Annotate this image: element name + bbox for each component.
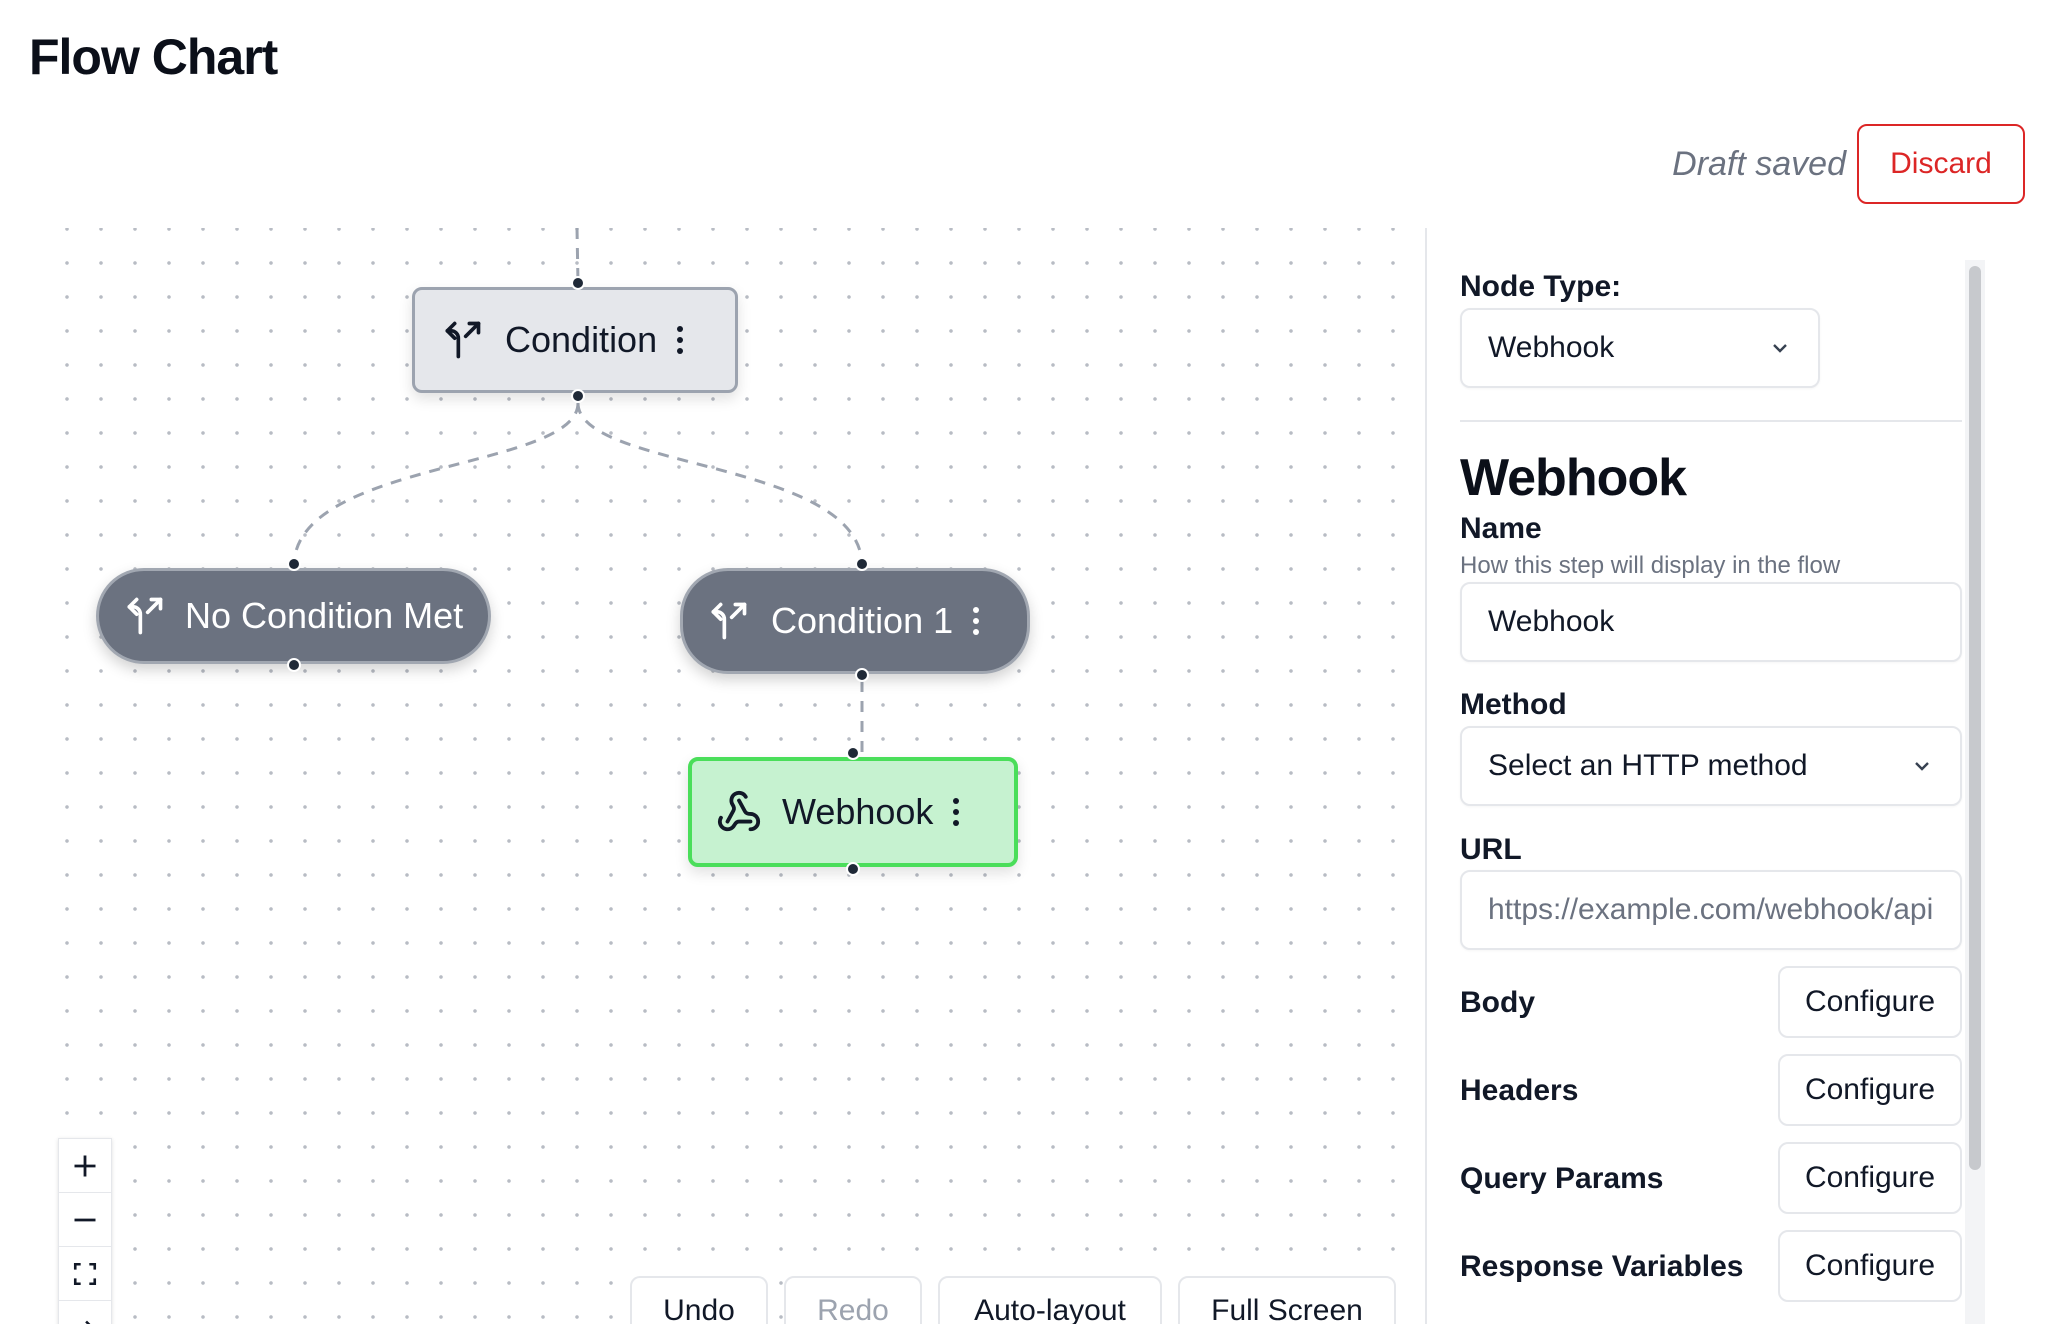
fit-view-button[interactable] [59, 1247, 111, 1301]
full-screen-button[interactable]: Full Screen [1178, 1276, 1396, 1324]
node-handle[interactable] [855, 668, 869, 682]
node-handle[interactable] [571, 389, 585, 403]
zoom-out-button[interactable] [59, 1193, 111, 1247]
more-vertical-icon[interactable] [677, 326, 684, 354]
split-icon [705, 598, 751, 644]
page-title: Flow Chart [29, 29, 278, 85]
discard-button[interactable]: Discard [1857, 124, 2025, 204]
panel-divider [1425, 228, 1427, 1324]
node-handle[interactable] [571, 276, 585, 290]
url-input[interactable]: https://example.com/webhook/api [1460, 870, 1962, 950]
more-vertical-icon[interactable] [953, 798, 960, 826]
fit-view-icon [73, 1262, 97, 1285]
name-input-value: Webhook [1488, 605, 1615, 638]
name-input[interactable]: Webhook [1460, 582, 1962, 662]
method-placeholder: Select an HTTP method [1488, 749, 1808, 782]
split-icon [439, 317, 485, 363]
node-type-label: Node Type: [1460, 270, 1622, 303]
node-handle[interactable] [846, 862, 860, 876]
more-vertical-icon[interactable] [973, 607, 980, 635]
url-label: URL [1460, 833, 1522, 866]
chevron-down-icon [1915, 762, 1929, 771]
body-label: Body [1460, 986, 1535, 1019]
section-title: Webhook [1460, 449, 1687, 507]
configure-query-params-button[interactable]: Configure [1778, 1142, 1962, 1214]
arrow-icon [85, 1320, 91, 1324]
panel-divider-h [1460, 420, 1962, 422]
zoom-in-button[interactable] [59, 1139, 111, 1193]
node-no-condition-met[interactable]: No Condition Met [96, 568, 491, 664]
node-label: No Condition Met [185, 595, 464, 636]
node-label: Condition [505, 319, 658, 360]
panel-scrollbar-thumb[interactable] [1969, 266, 1981, 1170]
node-label: Webhook [782, 791, 934, 832]
node-handle[interactable] [287, 557, 301, 571]
node-label: Condition 1 [771, 600, 954, 641]
node-type-select[interactable]: Webhook [1460, 308, 1820, 388]
auto-layout-button[interactable]: Auto-layout [938, 1276, 1162, 1324]
node-type-value: Webhook [1488, 331, 1615, 364]
split-icon [121, 593, 167, 639]
node-condition[interactable]: Condition [412, 287, 738, 393]
configure-headers-button[interactable]: Configure [1778, 1054, 1962, 1126]
name-label: Name [1460, 512, 1542, 545]
node-handle[interactable] [855, 557, 869, 571]
node-handle[interactable] [846, 746, 860, 760]
undo-button[interactable]: Undo [630, 1276, 768, 1324]
method-label: Method [1460, 688, 1567, 721]
zoom-controls [58, 1138, 112, 1324]
configure-body-button[interactable]: Configure [1778, 966, 1962, 1038]
configure-response-variables-button[interactable]: Configure [1778, 1230, 1962, 1302]
node-handle[interactable] [287, 658, 301, 672]
minus-icon [74, 1218, 96, 1221]
response-variables-label: Response Variables [1460, 1250, 1744, 1283]
node-condition-1[interactable]: Condition 1 [680, 568, 1030, 674]
url-placeholder: https://example.com/webhook/api [1488, 893, 1934, 926]
headers-label: Headers [1460, 1074, 1579, 1107]
query-params-label: Query Params [1460, 1162, 1664, 1195]
node-webhook[interactable]: Webhook [688, 757, 1018, 867]
draft-status: Draft saved [1672, 145, 1846, 183]
webhook-icon [716, 789, 762, 835]
method-select[interactable]: Select an HTTP method [1460, 726, 1962, 806]
plus-icon [74, 1155, 96, 1176]
interactive-toggle-button[interactable] [59, 1301, 111, 1324]
name-help-text: How this step will display in the flow [1460, 552, 1841, 579]
chevron-down-icon [1773, 344, 1787, 353]
redo-button[interactable]: Redo [784, 1276, 922, 1324]
